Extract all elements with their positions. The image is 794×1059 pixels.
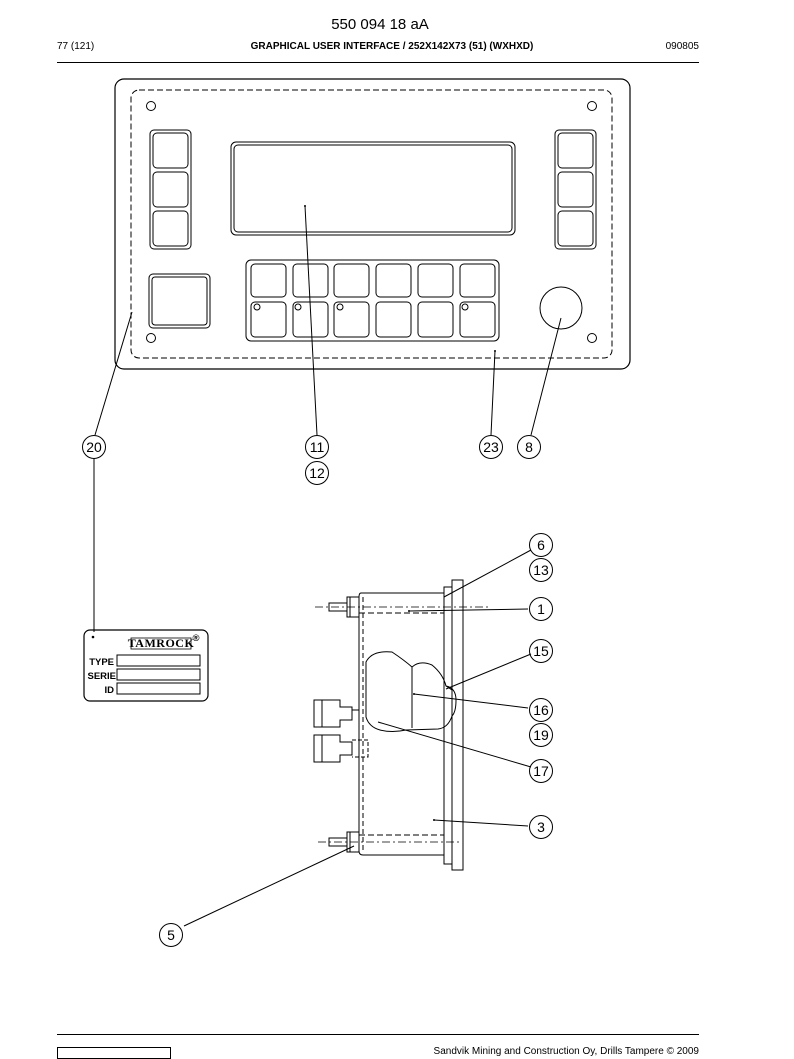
large-key (148, 273, 211, 329)
display-glass (233, 144, 513, 233)
front-panel-outline (114, 78, 631, 370)
screw-hole (146, 101, 156, 111)
connector-upper (313, 699, 359, 728)
side-leaders (183, 549, 532, 927)
document-number: 550 094 18 aA (331, 16, 429, 33)
front-leaders (93, 205, 562, 632)
screw-hole (587, 333, 597, 343)
housing-section (358, 592, 444, 856)
callout-1: 1 (537, 601, 545, 617)
page-title: GRAPHICAL USER INTERFACE / 252X142X73 (5… (250, 41, 534, 52)
led-indicators (253, 303, 469, 311)
front-panel-seal (130, 89, 613, 359)
screw-hole (587, 101, 597, 111)
left-key (152, 210, 189, 247)
callout-15: 15 (533, 643, 549, 659)
nameplate-id-label: ID (105, 685, 115, 696)
nameplate-brand: TAMROCK (128, 636, 195, 650)
callout-12: 12 (309, 465, 325, 481)
gasket-section (443, 586, 453, 865)
nameplate-registered-mark: ® (193, 633, 200, 644)
callout-6: 6 (537, 537, 545, 553)
connector-lower (313, 734, 369, 763)
footer-logo (57, 1047, 171, 1059)
left-key (152, 132, 189, 169)
round-knob (539, 286, 583, 330)
nameplate-type-label: TYPE (89, 657, 114, 668)
page-number: 77 (121) (57, 41, 95, 52)
nameplate (83, 629, 209, 702)
keypad-keys (250, 263, 496, 338)
callout-3: 3 (537, 819, 545, 835)
leader-dots (304, 205, 496, 821)
header-rule (57, 62, 699, 63)
footer-copyright: Sandvik Mining and Construction Oy, Dril… (433, 1046, 699, 1057)
footer-rule (57, 1034, 699, 1035)
callout-13: 13 (533, 562, 549, 578)
knob-profile (365, 651, 453, 732)
front-view (114, 78, 631, 370)
side-view (313, 579, 490, 871)
right-key (557, 132, 594, 169)
callout-19: 19 (533, 727, 549, 743)
nameplate-serie-label: SERIE (87, 671, 116, 682)
document-date: 090805 (665, 41, 699, 52)
callout-20: 20 (86, 439, 102, 455)
large-key-inner (151, 276, 208, 326)
display-window (230, 141, 516, 236)
right-key (557, 171, 594, 208)
left-key-group (149, 129, 192, 250)
callout-8: 8 (525, 439, 533, 455)
callout-5: 5 (167, 927, 175, 943)
callout-17: 17 (533, 763, 549, 779)
callout-16: 16 (533, 702, 549, 718)
callout-11: 11 (310, 439, 325, 455)
screw-hole (146, 333, 156, 343)
right-key-group (554, 129, 597, 250)
keypad-group (245, 259, 500, 342)
right-key (557, 210, 594, 247)
callout-balloons (82, 435, 553, 947)
callout-23: 23 (483, 439, 499, 455)
left-key (152, 171, 189, 208)
front-plate-section (451, 579, 464, 871)
